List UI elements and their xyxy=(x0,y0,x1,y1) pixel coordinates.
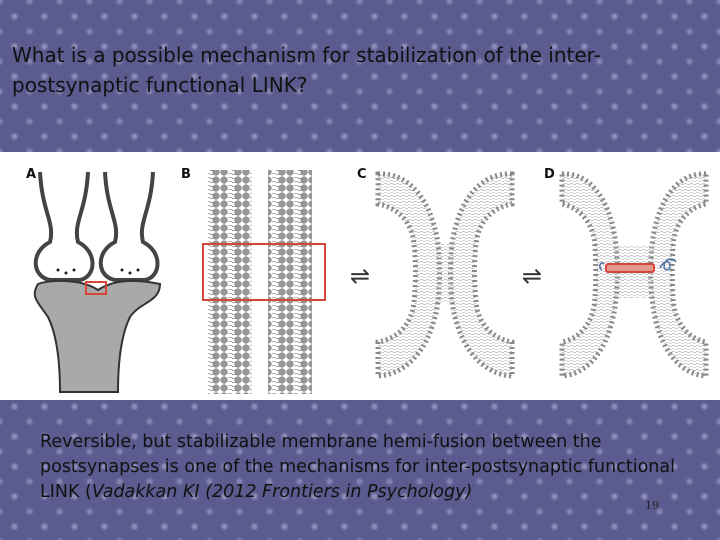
panel-c-hemifusion-diagram: C xyxy=(357,167,515,379)
slide-title: What is a possible mechanism for stabili… xyxy=(12,43,601,97)
panel-b-bilayers-diagram: B xyxy=(181,167,326,394)
slide-caption: Reversible, but stabilizable membrane he… xyxy=(40,430,690,505)
panel-a-highlight-box xyxy=(85,281,107,295)
panel-label-d: D xyxy=(544,167,555,182)
panel-d-tether-icon xyxy=(659,258,677,271)
panel-label-b: B xyxy=(181,167,191,182)
equilibrium-arrow-2: ⇌ xyxy=(522,262,542,290)
hemifusion-figure: A B ⇌ C ⇌ D xyxy=(0,152,720,400)
panel-a-spines-diagram: A xyxy=(26,167,162,393)
equilibrium-arrow-1: ⇌ xyxy=(350,262,370,290)
panel-b-highlight-box xyxy=(202,243,326,301)
panel-label-c: C xyxy=(357,167,367,182)
slide-number: 19 xyxy=(645,499,659,512)
panel-d-stabilized-hemifusion-diagram: D xyxy=(544,167,709,379)
caption-text: Reversible, but stabilizable membrane he… xyxy=(40,432,675,502)
caption-citation: Vadakkan KI (2012 Frontiers in Psycholog… xyxy=(91,482,473,502)
panel-label-a: A xyxy=(26,167,36,182)
panel-d-bridge-molecule xyxy=(605,263,655,273)
